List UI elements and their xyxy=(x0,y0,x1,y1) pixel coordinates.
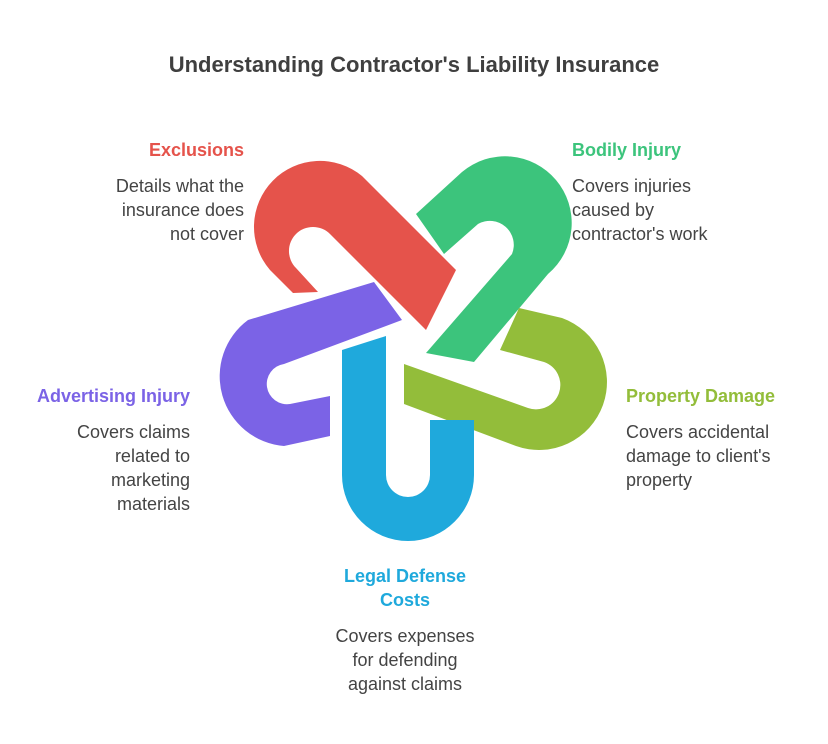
property-damage-link xyxy=(404,308,607,450)
page-title: Understanding Contractor's Liability Ins… xyxy=(168,52,660,77)
advertising-injury-link xyxy=(219,282,402,446)
property-damage-description: Covers accidental damage to client's pro… xyxy=(626,422,771,490)
exclusions-link xyxy=(253,160,456,330)
exclusions-description: Details what the insurance does not cove… xyxy=(115,176,244,244)
bodily-injury-link xyxy=(416,156,572,362)
property-damage-label: Property Damage xyxy=(626,386,776,406)
legal-defense-label: Legal Defense Costs xyxy=(343,566,467,610)
bodily-injury-description: Covers injuries caused by contractor's w… xyxy=(572,176,708,244)
legal-defense-link xyxy=(342,336,474,541)
advertising-injury-label: Advertising Injury xyxy=(36,386,190,406)
bodily-injury-label: Bodily Injury xyxy=(572,140,682,160)
advertising-injury-description: Covers claims related to marketing mater… xyxy=(76,422,190,514)
legal-defense-description: Covers expenses for defending against cl… xyxy=(335,626,475,694)
exclusions-label: Exclusions xyxy=(148,140,244,160)
